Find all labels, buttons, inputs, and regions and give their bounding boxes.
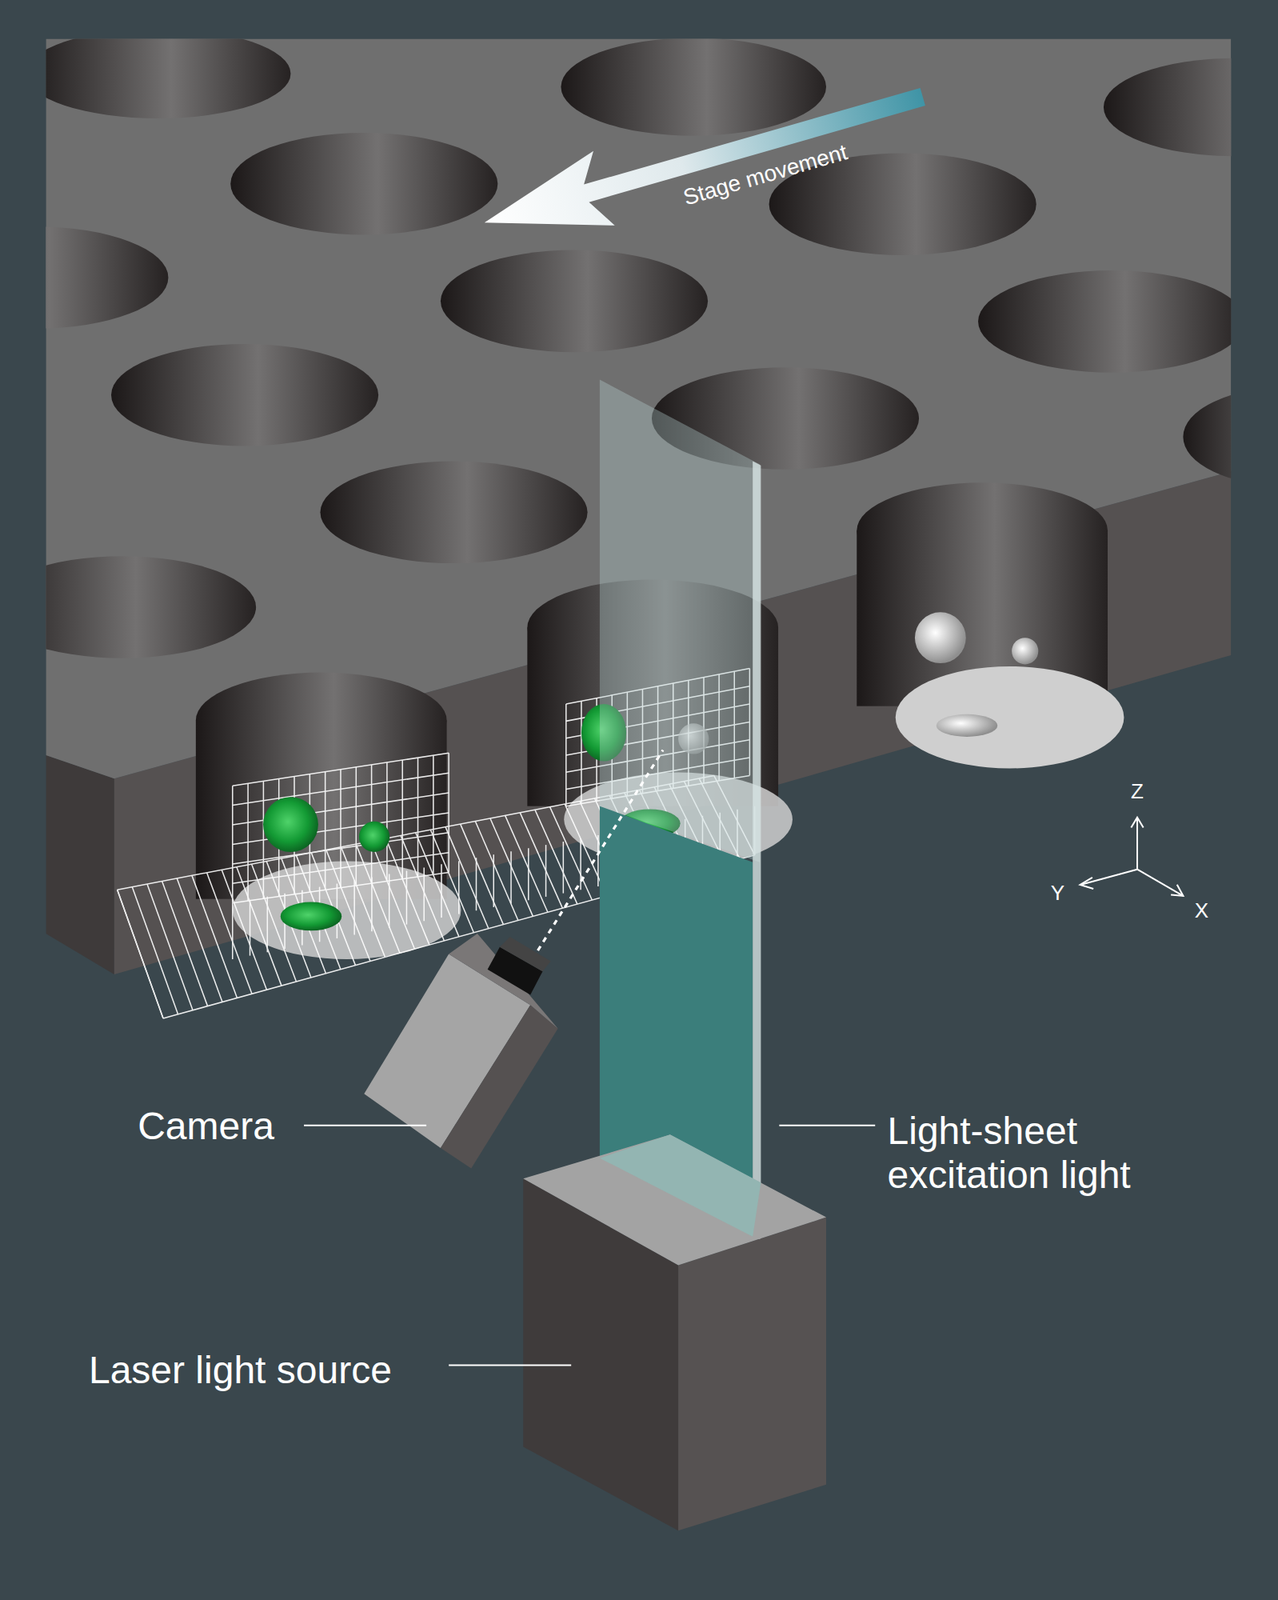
well-plate [1103,58,1231,156]
light-sheet [599,379,760,863]
scan-grid [232,872,449,903]
laser-light-source [523,1134,827,1265]
scan-grid [423,866,425,921]
axis-triad [1136,818,1139,870]
part-label: Camera [137,1103,275,1148]
scan-grid [545,844,548,897]
well-plate [230,132,498,236]
axis-triad [1137,869,1183,896]
stage-arrow [473,59,934,260]
scan-grid [353,880,356,935]
cell [359,821,390,852]
scan-grid [232,752,449,786]
scan-grid [440,863,443,918]
scan-grid [445,826,489,929]
well-plate [45,555,256,659]
scan-grid [371,877,373,932]
well-plate [560,39,827,136]
scan-grid [458,860,460,914]
scan-grid [267,896,269,953]
scan-grid [519,812,563,908]
camera [440,1004,559,1168]
scan-grid [579,838,582,890]
scan-grid [249,899,252,956]
camera [448,933,558,1029]
part-label: Laser light source [88,1347,392,1392]
scan-grid [385,838,430,945]
axis-triad [1130,817,1143,828]
camera [532,750,663,959]
scan-grid [232,772,449,805]
well-bottom [895,666,1125,769]
scan-grid [400,834,444,941]
bead [1011,637,1039,664]
axis-triad [1080,877,1095,889]
scan-grid [527,847,530,900]
well-plate [45,39,291,119]
light-sheet [752,461,761,1240]
scan-grid [492,854,495,907]
laser-light-source [523,1134,827,1530]
light-sheet [599,379,762,1240]
axis-label: Y [1050,881,1065,906]
cell [280,902,343,931]
leader-line [778,1124,875,1127]
axis-triad [1170,884,1183,896]
scan-grid [406,870,408,924]
bead [914,611,967,663]
well-plate [319,461,588,564]
stage-arrow [473,59,934,260]
scan-grid [550,806,593,900]
well-plate [195,672,448,769]
well-plate [45,226,168,329]
laser-light-source [678,1217,827,1531]
axis-label: Z [1130,779,1144,804]
well-plate [856,482,1108,579]
well-plate [440,250,708,353]
scan-grid [490,818,533,916]
bead [936,714,999,737]
well-plate [111,343,379,447]
well-plate [978,270,1231,373]
scan-grid [117,889,164,1019]
leader-line [303,1125,875,1366]
scan-grid [340,846,385,958]
scan-grid [232,832,449,864]
well-plate [45,754,114,975]
scan-grid [371,841,416,950]
scan-grid [475,821,519,921]
leader-line [448,1364,572,1366]
scan-grid [388,873,391,927]
scan-grid [563,841,565,893]
axis-label: X [1194,898,1209,923]
scan-grid [460,823,504,924]
axis-triad [1080,817,1184,896]
scan-grid [505,814,548,912]
scan-grid [475,857,478,911]
leader-line [303,1124,427,1127]
camera [499,936,552,971]
laser-light-source [599,1134,762,1237]
camera [363,750,663,1169]
scan-grid [415,832,460,937]
cell [263,796,319,852]
well-plate [1182,387,1231,486]
axis-triad [1081,869,1138,885]
part-label: Light-sheet excitation light [887,1108,1224,1197]
scan-grid [597,834,600,887]
scan-grid [535,809,578,904]
scan-grid [430,829,474,933]
scan-grid [510,850,512,903]
scan-grid [232,852,449,884]
scan-grid [231,902,234,959]
